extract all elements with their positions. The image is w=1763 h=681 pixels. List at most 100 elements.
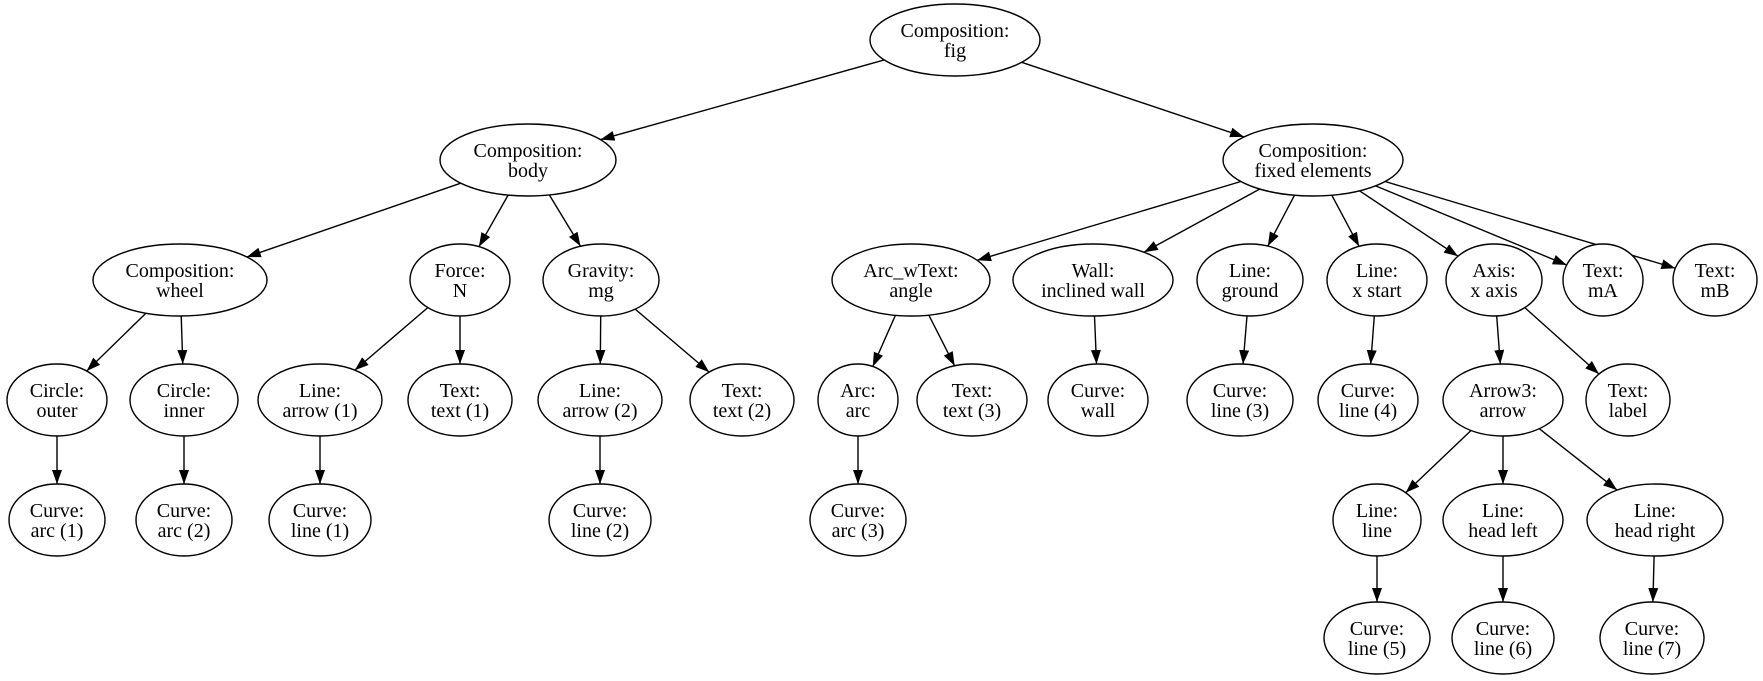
node-name-label: line (6) [1474,638,1532,660]
node-type-label: Line: [1229,260,1271,282]
node-type-label: Axis: [1472,260,1515,282]
node-ellipse-text2 [689,363,795,437]
node-ellipse-cwall [1047,363,1149,437]
node-outer: Circle:outer [6,363,108,437]
node-name-label: head left [1468,520,1538,542]
edge-xaxis-arrow3 [1494,315,1505,365]
node-headL: Line:head left [1442,483,1564,557]
node-name-label: outer [36,400,77,422]
node-type-label: Text: [1608,380,1649,402]
node-type-label: Gravity: [568,260,635,282]
node-line7: Curve:line (7) [1599,601,1705,675]
node-type-label: Arrow3: [1469,380,1537,402]
node-name-label: body [508,160,548,182]
node-mA: Text:mA [1562,243,1644,317]
node-name-label: arrow [1480,400,1527,422]
node-type-label: Curve: [1071,380,1125,402]
node-cwall: Curve:wall [1047,363,1149,437]
node-type-label: Composition: [901,20,1010,42]
node-line1: Curve:line (1) [268,483,372,557]
node-name-label: N [453,280,467,302]
edge-body-gravity [548,194,582,247]
edge-fixed-xstart [1331,194,1360,247]
edge-wheel-inner [177,315,188,365]
node-arc2: Curve:arc (2) [135,483,233,557]
node-type-label: Curve: [1341,380,1395,402]
node-line6: Curve:line (6) [1451,601,1555,675]
node-type-label: Arc: [840,380,876,402]
node-arc1: Curve:arc (1) [8,483,106,557]
node-type-label: Text: [1583,260,1624,282]
node-name-label: arrow (2) [563,400,638,422]
node-type-label: Circle: [30,380,84,402]
node-type-label: Composition: [126,260,235,282]
node-ellipse-line1 [268,483,372,557]
node-fixed: Composition:fixed elements [1222,123,1404,197]
node-type-label: Line: [579,380,621,402]
edge-arrow3-headR [1538,428,1618,491]
node-type-label: Curve: [293,500,347,522]
node-ellipse-cline4 [1317,363,1419,437]
edge-body-forceN [478,194,509,248]
node-type-label: Curve: [1476,618,1530,640]
node-ellipse-line7 [1599,601,1705,675]
node-name-label: line [1362,520,1392,542]
node-name-label: text (1) [431,400,489,422]
node-type-label: Curve: [1350,618,1404,640]
edge-body-wheel [246,182,461,258]
node-body: Composition:body [439,123,617,197]
node-type-label: Curve: [573,500,627,522]
node-xstart: Line:x start [1326,243,1428,317]
node-ellipse-line2 [548,483,652,557]
edge-wall-cwall [1090,315,1101,365]
node-type-label: Text: [722,380,763,402]
node-type-label: Line: [299,380,341,402]
node-ellipse-forceN [409,243,511,317]
node-type-label: Arc_wText: [863,260,958,282]
node-type-label: Curve: [1213,380,1267,402]
node-ellipse-fig [869,3,1041,77]
node-ellipse-text1 [407,363,513,437]
node-ellipse-cline3 [1186,363,1294,437]
node-ellipse-arc3 [809,483,907,557]
node-mB: Text:mB [1672,243,1758,317]
edge-ground-cline3 [1239,315,1250,365]
node-name-label: head right [1615,520,1696,542]
node-name-label: x axis [1470,280,1517,302]
node-arrow2: Line:arrow (2) [537,363,663,437]
node-arc: Arc:arc [817,363,899,437]
node-ellipse-body [439,123,617,197]
node-wall: Wall:inclined wall [1012,243,1174,317]
node-line: Line:line [1332,483,1422,557]
edge-gravity-text2 [634,308,710,373]
node-name-label: arc [846,400,871,422]
node-line5: Curve:line (5) [1323,601,1431,675]
node-type-label: Line: [1482,500,1524,522]
edge-arrow3-line [1405,429,1472,494]
edge-fixed-wall [1143,188,1261,253]
node-ellipse-gravity [542,243,660,317]
edge-fig-fixed [1021,61,1245,138]
node-fig: Composition:fig [869,3,1041,77]
node-text2: Text:text (2) [689,363,795,437]
node-type-label: Force: [434,260,485,282]
node-name-label: arc (1) [31,520,84,542]
edge-fixed-ground [1267,194,1296,247]
node-name-label: mg [588,280,614,302]
node-ellipse-arc2 [135,483,233,557]
node-ellipse-wheel [92,243,268,317]
node-xaxis: Axis:x axis [1445,243,1543,317]
node-name-label: inclined wall [1041,280,1145,302]
node-name-label: label [1609,400,1648,422]
node-ellipse-arrow3 [1442,363,1564,437]
node-name-label: ground [1222,280,1279,302]
node-name-label: line (1) [291,520,349,542]
edge-forceN-arrow1 [354,307,429,371]
node-type-label: Wall: [1072,260,1115,282]
node-label: Text:label [1585,363,1671,437]
node-ellipse-mA [1562,243,1644,317]
node-forceN: Force:N [409,243,511,317]
node-type-label: Text: [1695,260,1736,282]
edge-fixed-angle [976,180,1242,262]
